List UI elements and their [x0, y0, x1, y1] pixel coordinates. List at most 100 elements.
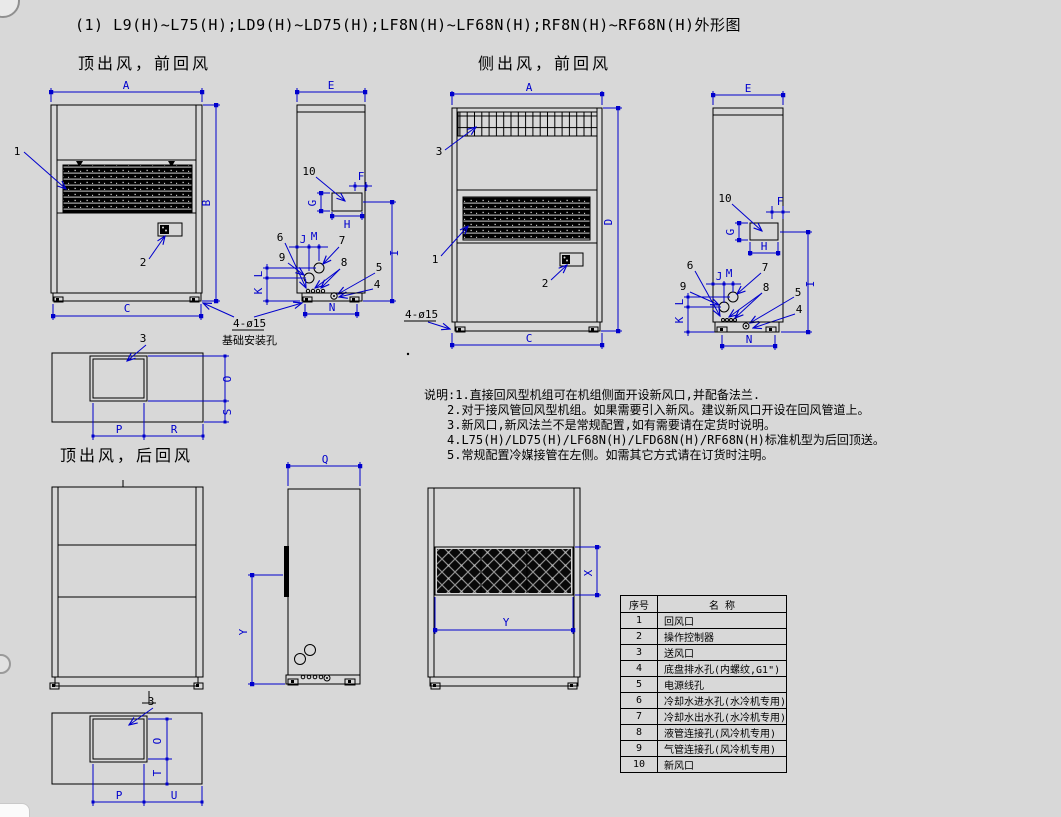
note-line: 说明:1.直接回风型机组可在机组侧面开设新风口,并配备法兰.	[424, 388, 761, 402]
dim-label-J: J	[716, 270, 723, 283]
row-number-cell: 3	[620, 644, 658, 661]
part-name-cell: 冷却水进水孔(水冷机专用)	[656, 692, 788, 709]
dim-label-L: L	[673, 298, 686, 305]
callout-2: 2	[542, 277, 549, 290]
control-panel	[157, 222, 183, 237]
dim-label-I: I	[804, 281, 817, 288]
dim-label-H: H	[344, 218, 351, 231]
mount-hole-note-left: 4-ø15 基础安装孔	[203, 303, 302, 347]
rear-return-flange	[284, 546, 289, 597]
fresh-air-opening	[749, 222, 779, 241]
dim-label-K: K	[673, 316, 686, 323]
dim-label-S: S	[221, 409, 234, 416]
dim-label-H: H	[761, 240, 768, 253]
dim-label-O: O	[221, 376, 234, 383]
row-number-cell: 4	[620, 660, 658, 677]
callout-10: 10	[302, 165, 315, 178]
dim-label-G: G	[724, 229, 737, 236]
dim-label-B: B	[200, 199, 213, 206]
plan-view-rear-return: 3 O T P U	[51, 695, 204, 806]
drain-hole	[742, 322, 750, 330]
row-number-cell: 2	[620, 628, 658, 645]
row-number-cell: 5	[620, 676, 658, 693]
callout-8: 8	[341, 256, 348, 269]
control-panel	[559, 252, 584, 267]
callout-6: 6	[687, 259, 694, 272]
part-name-cell: 冷却水出水孔(水冷机专用)	[656, 708, 788, 725]
row-number-cell: 10	[620, 756, 658, 773]
callout-2: 2	[140, 256, 147, 269]
part-name-cell: 新风口	[656, 756, 788, 773]
mount-hole-note-right: 4-ø15	[404, 308, 450, 329]
callout-7: 7	[762, 261, 769, 274]
plan-view-front-return: 3 O S P R	[51, 332, 234, 440]
ui-artifact-bottom-left	[0, 803, 30, 817]
note-line: 2.对于接风管回风型机组。如果需要引入新风。建议新风口开设在回风管道上。	[447, 403, 870, 417]
header-number: 序号	[620, 595, 658, 613]
callout-10: 10	[718, 192, 731, 205]
top-outlet-opening	[89, 355, 148, 402]
dim-label-C: C	[124, 302, 131, 315]
stray-dot	[406, 352, 410, 356]
rear-view	[49, 480, 204, 704]
callout-3: 3	[140, 332, 147, 345]
row-number-cell: 1	[620, 612, 658, 629]
part-name-cell: 送风口	[656, 644, 788, 661]
callout-5: 5	[795, 286, 802, 299]
dim-label-U: U	[171, 789, 178, 802]
dim-label-P: P	[116, 789, 123, 802]
dim-label-K: K	[252, 287, 265, 294]
dim-label-Y: Y	[503, 616, 510, 629]
row-number-cell: 9	[620, 740, 658, 757]
callout-3: 3	[148, 695, 155, 708]
callout-9: 9	[680, 280, 687, 293]
callout-3: 3	[436, 145, 443, 158]
side-view-rear-return: Q Y	[237, 453, 363, 687]
dim-label-A: A	[526, 81, 533, 94]
callout-6: 6	[277, 231, 284, 244]
dim-label-Y: Y	[237, 628, 250, 635]
callout-4: 4	[796, 303, 803, 316]
page-title: (1) L9(H)~L75(H);LD9(H)~LD75(H);LF8N(H)~…	[75, 16, 741, 34]
return-air-grille	[462, 196, 591, 241]
rear-view-return-mesh: X Y	[427, 487, 601, 690]
dim-label-M: M	[726, 267, 733, 280]
dim-label-C: C	[526, 332, 533, 345]
part-name-cell: 底盘排水孔(内螺纹,G1")	[656, 660, 788, 677]
dim-label-E: E	[328, 79, 335, 92]
dim-label-E: E	[745, 82, 752, 95]
dim-label-M: M	[311, 230, 318, 243]
control-panel-icon	[160, 225, 169, 234]
callout-1: 1	[432, 253, 439, 266]
dim-label-F: F	[358, 170, 365, 183]
section-label-top-outlet-front-return: 顶出风，前回风	[78, 54, 212, 73]
side-view-top-outlet: E 10 F G H I J	[252, 79, 401, 318]
row-number-cell: 6	[620, 692, 658, 709]
front-view-top-outlet: A B C 1 2	[14, 79, 220, 320]
return-air-grille	[62, 164, 193, 213]
dim-label-X: X	[582, 569, 595, 576]
mount-holes-text: 4-ø15	[405, 308, 438, 321]
callout-7: 7	[339, 234, 346, 247]
pipe-hole	[294, 653, 306, 665]
callout-5: 5	[376, 261, 383, 274]
return-air-mesh	[437, 549, 571, 593]
note-line: 5.常规配置冷媒接管在左侧。如需其它方式请在订货时注明。	[447, 448, 774, 462]
callout-1: 1	[14, 145, 21, 158]
dim-label-Q: Q	[322, 453, 329, 466]
part-name-cell: 回风口	[656, 612, 788, 629]
dim-label-P: P	[116, 423, 123, 436]
callout-8: 8	[763, 281, 770, 294]
